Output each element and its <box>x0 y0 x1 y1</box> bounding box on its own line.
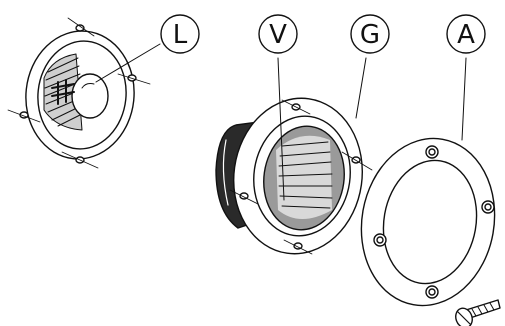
callout-label-L: L <box>173 20 188 50</box>
glass-hatching <box>278 141 333 209</box>
leader-line-lamp <box>95 43 161 83</box>
callout-G: G <box>350 14 390 54</box>
lamp-lens-highlight <box>81 83 95 89</box>
leader-line-trim-ring <box>461 57 467 141</box>
callout-label-V: V <box>269 20 287 50</box>
lamp-unit <box>7 17 161 169</box>
housing-screw-holes <box>229 99 373 255</box>
lamp-screw-holes <box>7 17 151 169</box>
callout-V: V <box>258 14 298 54</box>
trim-ring-inner <box>382 159 478 285</box>
leader-line-gasket <box>355 57 367 119</box>
housing-assembly <box>215 57 373 255</box>
lamp-flange-inner <box>37 40 127 150</box>
callout-label-A: A <box>457 20 475 50</box>
housing-flange-lip <box>253 115 351 237</box>
leader-line-glass <box>277 57 285 201</box>
callout-L: L <box>160 14 200 54</box>
trim-ring <box>360 57 496 307</box>
bulb-filament-icon <box>51 79 75 105</box>
callout-A: A <box>446 14 486 54</box>
callout-label-G: G <box>360 20 380 50</box>
glass-reflection <box>276 135 332 219</box>
trim-ring-screw-holes <box>373 145 495 299</box>
lamp-lens <box>71 73 109 119</box>
mounting-screw <box>455 299 501 326</box>
